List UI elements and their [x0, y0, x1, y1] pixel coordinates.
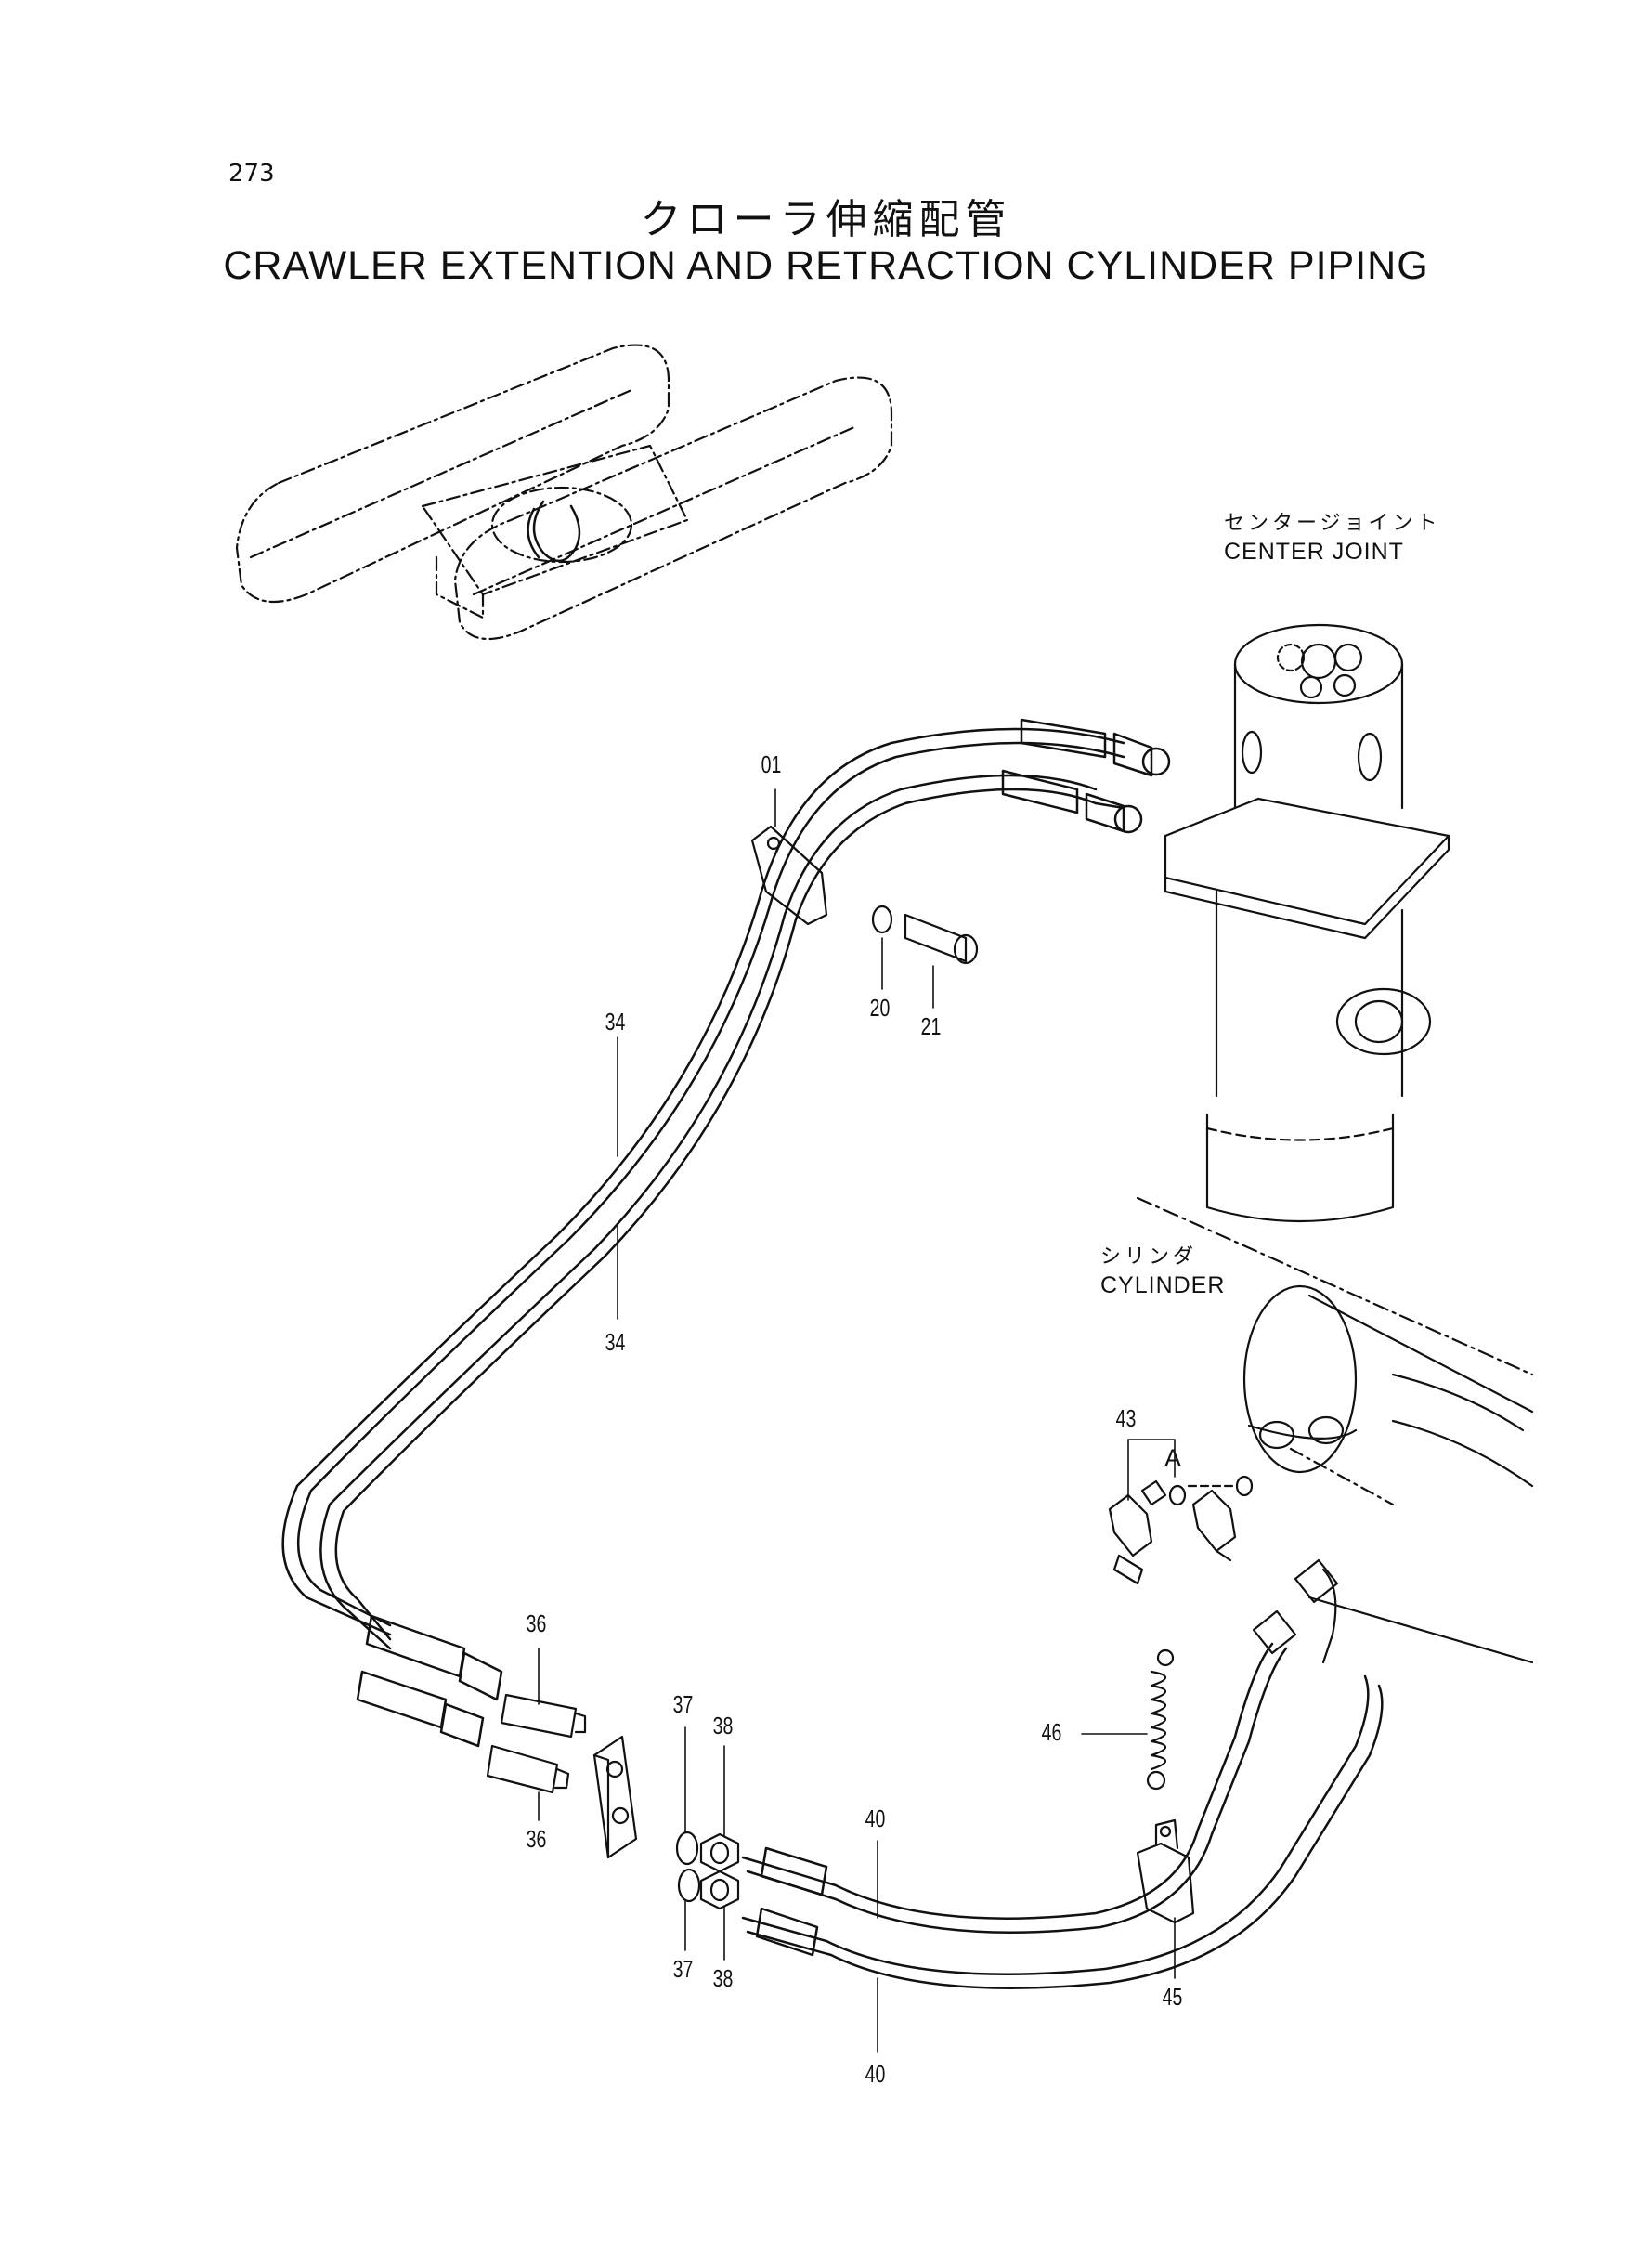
center-joint-label-jp: センタージョイント: [1224, 511, 1441, 534]
clamp-01-illustration: [750, 825, 979, 965]
hose-34-illustration: [281, 727, 1125, 1650]
title-japanese: クローラ伸縮配管: [640, 196, 1012, 243]
callout-38-lower: 38: [712, 1964, 734, 1992]
center-joint-label-en: CENTER JOINT: [1224, 539, 1404, 565]
callout-21: 21: [920, 1012, 942, 1040]
title-english: CRAWLER EXTENTION AND RETRACTION CYLINDE…: [223, 243, 1429, 288]
callout-20: 20: [869, 994, 891, 1022]
page-number: 273: [228, 160, 275, 188]
hose-34-fittings: [356, 718, 1171, 1748]
callout-37-lower: 37: [672, 1955, 694, 1983]
cylinder-label-en: CYLINDER: [1100, 1272, 1226, 1298]
callout-leaders: [538, 788, 1176, 2053]
elbow-43-illustration: [1108, 1475, 1254, 1585]
callout-40-upper: 40: [865, 1804, 886, 1832]
detail-a-label: A: [1164, 1444, 1183, 1472]
callout-34-lower: 34: [605, 1328, 626, 1356]
center-joint-illustration: [1164, 623, 1450, 1223]
callout-38-upper: 38: [712, 1712, 734, 1739]
hose-40-illustration: [741, 1642, 1384, 1989]
callout-43: 43: [1115, 1404, 1137, 1432]
cylinder-illustration: [1136, 1196, 1534, 1664]
callout-01: 01: [761, 750, 782, 778]
callout-40-lower: 40: [865, 2060, 886, 2088]
spring-46-illustration: [1146, 1648, 1175, 1791]
callout-45: 45: [1162, 1983, 1183, 2011]
cylinder-label-jp: シリンダ: [1100, 1244, 1198, 1268]
clamp-45-illustration: [1136, 1818, 1195, 1924]
crawler-overview-illustration: [235, 344, 893, 641]
callout-36-lower: 36: [526, 1825, 547, 1853]
washer-37-illustration: [675, 1831, 701, 1903]
callout-37-upper: 37: [672, 1690, 694, 1718]
hose-40-end-fittings: [1252, 1558, 1339, 1664]
callout-36-upper: 36: [526, 1609, 547, 1637]
nut-38-illustration: [699, 1832, 740, 1910]
bracket-plate-illustration: [592, 1735, 638, 1859]
callout-34-upper: 34: [605, 1008, 626, 1036]
crawler-inner-hose: [527, 500, 581, 562]
callout-46: 46: [1041, 1718, 1062, 1746]
adapter-36-illustration: [486, 1693, 587, 1794]
